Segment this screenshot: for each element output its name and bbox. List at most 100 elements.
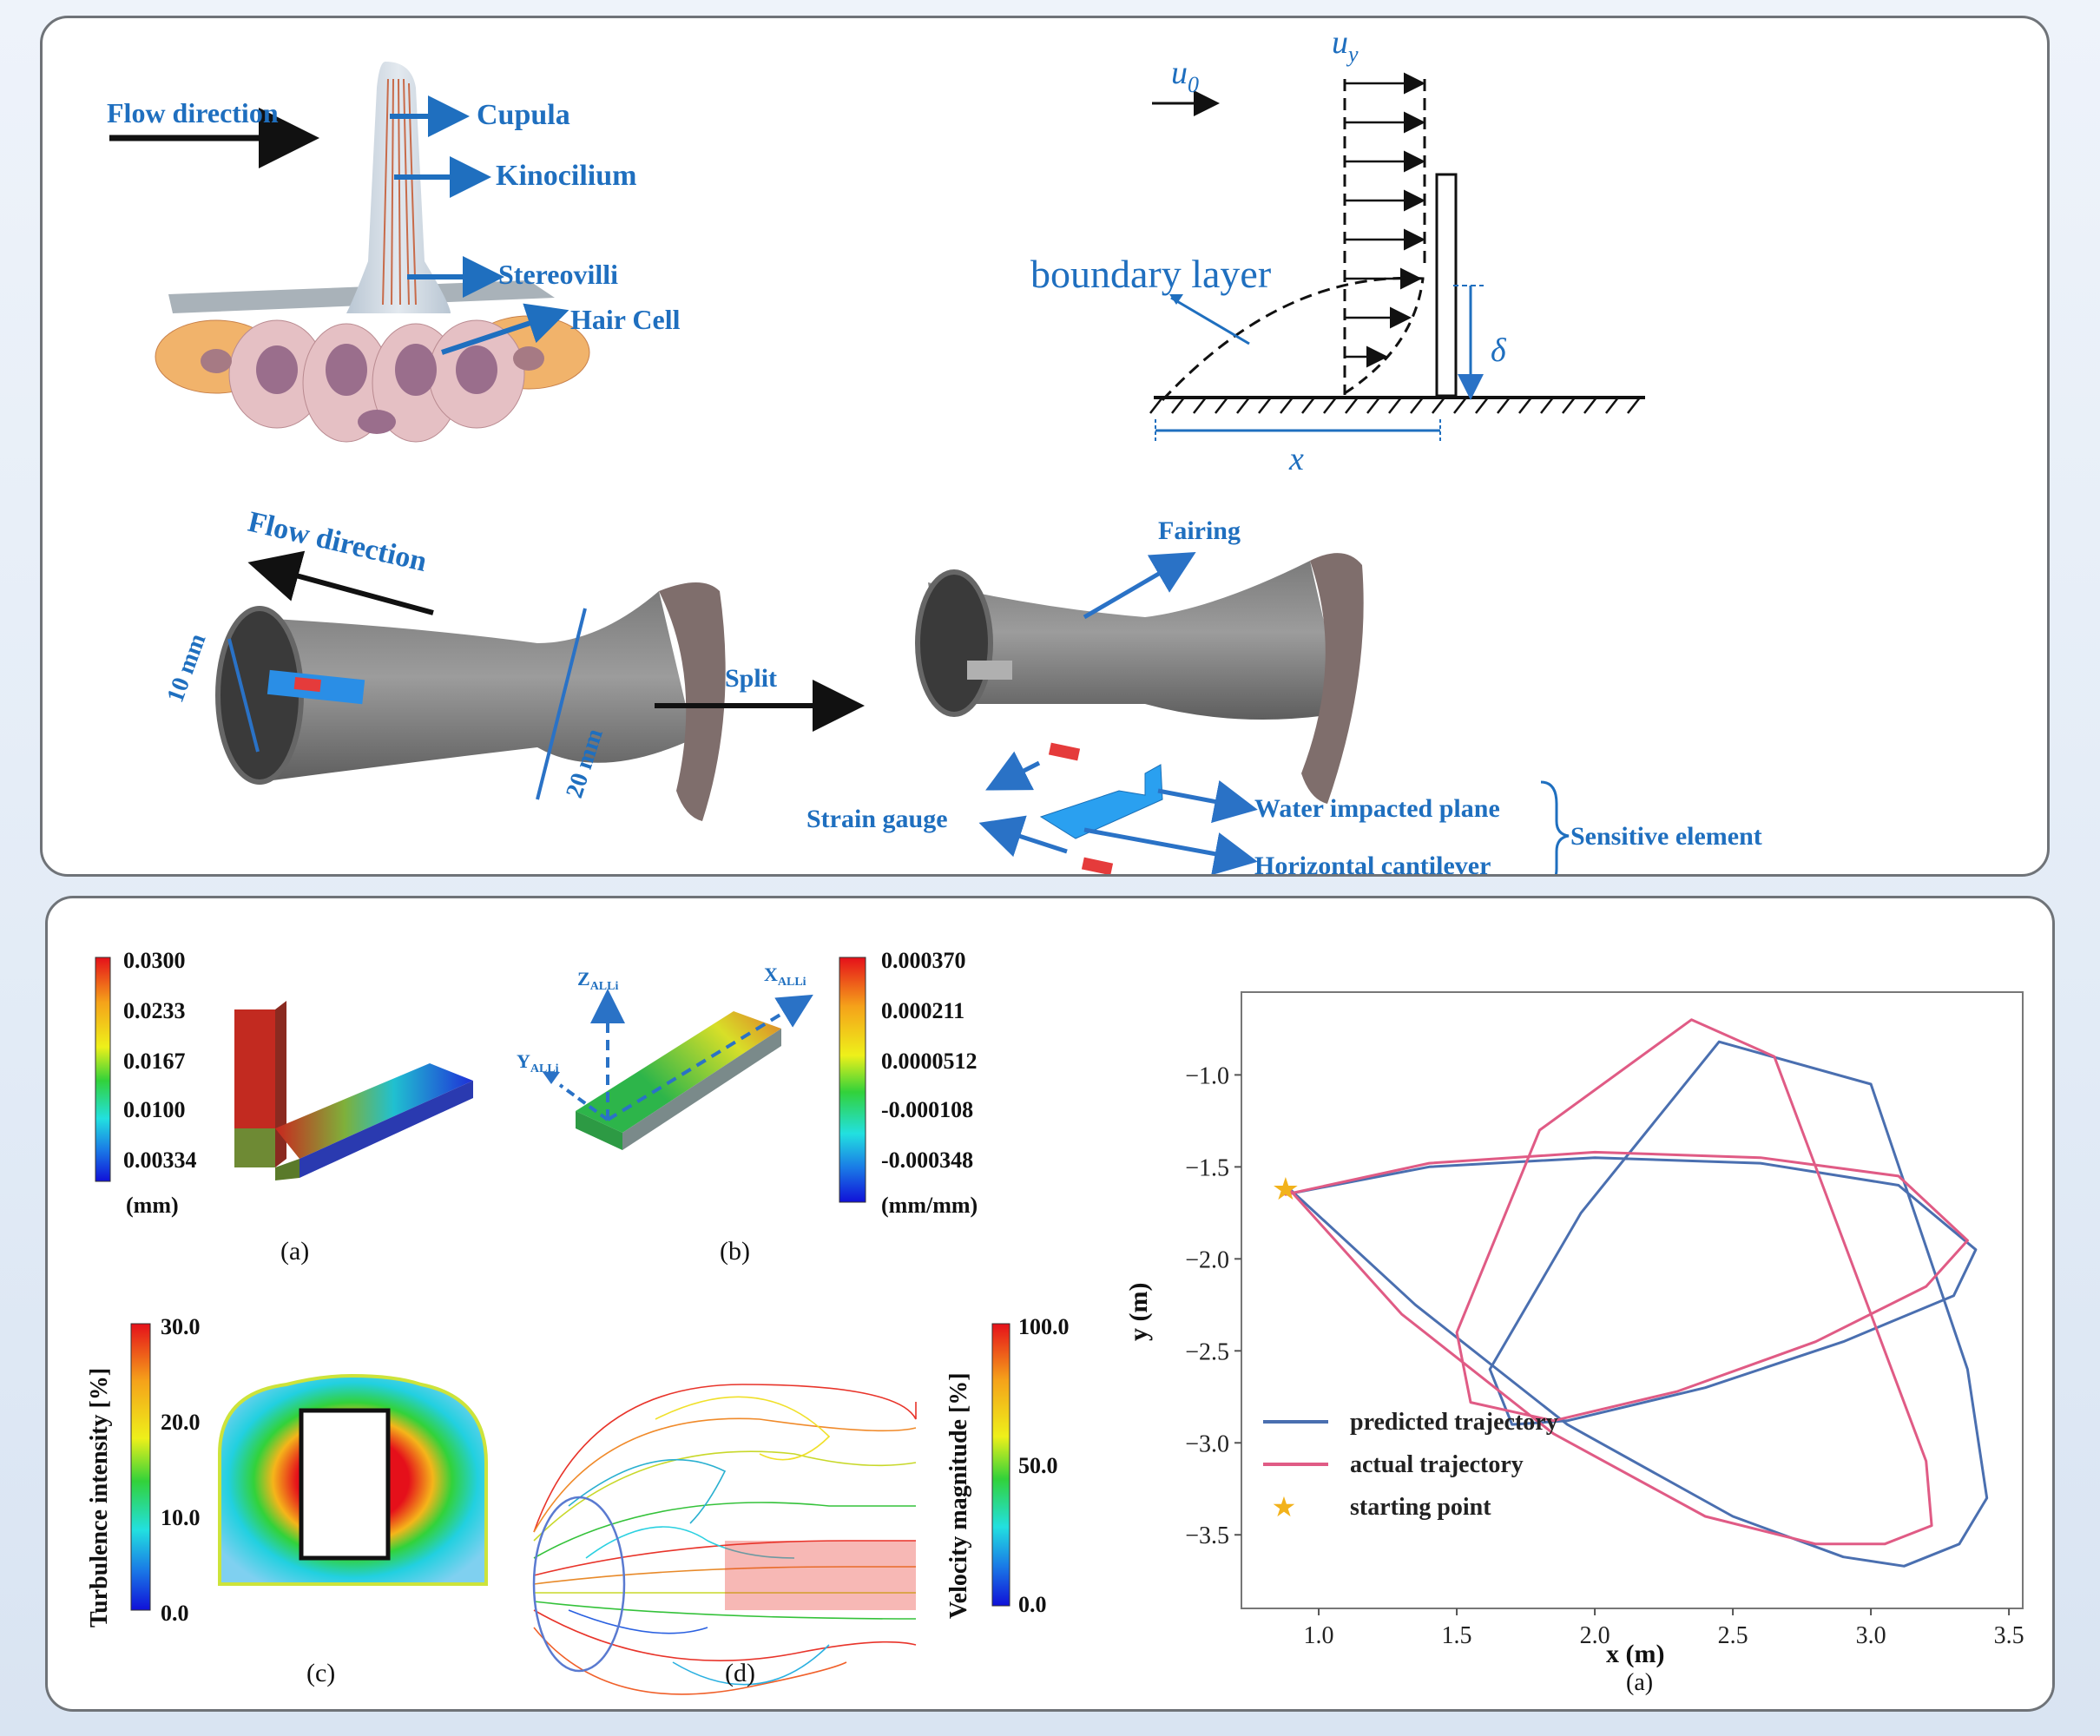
x-tick-label: 3.5 xyxy=(1994,1622,2024,1649)
fig-b-colorbar xyxy=(839,957,866,1203)
fairing-bell-inner xyxy=(1301,553,1364,804)
x-axis-label: x (m) xyxy=(1606,1640,1664,1668)
fig-b-y-label: YALLi xyxy=(517,1050,559,1075)
fig-b-tick: 0.000211 xyxy=(881,998,964,1023)
fig-a-tick: 0.0167 xyxy=(123,1049,186,1074)
y-tick-label: −3.0 xyxy=(1185,1430,1229,1457)
flow-direction-label: Flow direction xyxy=(107,97,279,128)
boundary-layer-leader xyxy=(1170,296,1250,345)
fig-a-tick: 0.0233 xyxy=(123,998,186,1023)
strain-gauge-top xyxy=(1048,742,1081,761)
y-tick-label: −2.5 xyxy=(1185,1338,1229,1365)
fig-a-cantilever-top xyxy=(275,1063,473,1159)
x-tick-label: 2.5 xyxy=(1718,1622,1748,1649)
fig-c-axis-label: Turbulence intensity [%] xyxy=(86,1368,113,1628)
strain-arrow-bottom xyxy=(978,815,1068,858)
fig-b-bar-top xyxy=(576,1011,781,1133)
x-tick-label: 2.0 xyxy=(1580,1622,1610,1649)
legend-star-icon: ★ xyxy=(1272,1491,1297,1522)
assembled-tube xyxy=(242,591,694,782)
plot-frame xyxy=(1241,991,2024,1609)
fig-a-upright-lower xyxy=(234,1128,275,1167)
y-axis-label: y (m) xyxy=(1124,1283,1153,1341)
fig-b-x-label: XALLi xyxy=(764,963,806,989)
fairing-arrow xyxy=(1083,551,1196,620)
boundary-layer-curve xyxy=(1161,276,1425,402)
fig-c-ticks: 30.0 20.0 10.0 0.0 xyxy=(161,1314,201,1626)
fig-d-tick: 0.0 xyxy=(1018,1592,1047,1617)
sensor-flow-arrow xyxy=(247,550,434,615)
fig-b-y-axis xyxy=(558,1083,609,1121)
fig-b-strain: ZALLi XALLi YALLi 0.000370 0.000211 0.00… xyxy=(517,948,978,1266)
fig-b-tick: -0.000108 xyxy=(881,1097,973,1122)
sensor-assembly: Flow direction 10 mm 20 mm Split Fairing… xyxy=(161,506,1846,877)
fig-d-axis-label: Velocity magnitude [%] xyxy=(945,1372,972,1619)
bottom-panel-figure: 0.0300 0.0233 0.0167 0.0100 0.00334 (mm)… xyxy=(86,948,2052,1706)
water-plane-label: Water impacted plane xyxy=(1254,794,1500,823)
fig-d-stream-lines xyxy=(533,1384,917,1695)
velocity-arrows xyxy=(1345,72,1425,368)
fig-d-caption: (d) xyxy=(725,1659,755,1687)
cantilever-arrow xyxy=(1083,827,1258,874)
boundary-leader-head xyxy=(1169,294,1183,305)
boundary-layer-label: boundary layer xyxy=(1030,252,1271,296)
fig-c-caption: (c) xyxy=(306,1659,335,1687)
cantilever-label: Horizontal cantilever xyxy=(1254,852,1491,877)
cell-cluster xyxy=(155,315,590,443)
hair-cell-label: Hair Cell xyxy=(570,304,681,335)
cilium-post xyxy=(1435,173,1458,398)
fig-b-ticks: 0.000370 0.000211 0.0000512 -0.000108 -0… xyxy=(881,948,978,1173)
fig-b-tick: 0.000370 xyxy=(881,948,966,973)
x-tick-label: 1.5 xyxy=(1442,1622,1472,1649)
fig-b-tick: -0.000348 xyxy=(881,1147,973,1173)
sensitive-element-label: Sensitive element xyxy=(1570,822,1762,851)
diameter-10-line xyxy=(227,638,260,753)
fig-c-tick: 0.0 xyxy=(161,1601,189,1626)
legend-label-actual: actual trajectory xyxy=(1350,1451,1524,1478)
fig-d-ticks: 100.0 50.0 0.0 xyxy=(1018,1314,1070,1617)
x-tick-label: 3.0 xyxy=(1856,1622,1886,1649)
chart-background xyxy=(1133,985,2052,1706)
fig-d-streamlines: Velocity magnitude [%] 100.0 50.0 0.0 (d… xyxy=(532,1314,1070,1695)
x-tick-label: 1.0 xyxy=(1304,1622,1334,1649)
stereovilli-label: Stereovilli xyxy=(498,259,618,290)
assembled-bell-inner xyxy=(659,582,726,821)
top-panel-figure: Flow direction Cupula Kinocilium Stereov… xyxy=(107,24,1846,877)
assembled-strain-gauge xyxy=(293,677,321,693)
hair-cell-arrow xyxy=(441,303,569,355)
chart-caption: (a) xyxy=(1626,1669,1653,1696)
fig-d-inlet xyxy=(532,1496,626,1673)
fig-b-bar-side xyxy=(622,1029,781,1150)
diameter-20-line xyxy=(536,608,587,800)
sensitive-brace xyxy=(1540,780,1570,874)
fig-d-colorbar xyxy=(991,1323,1011,1607)
split-label: Split xyxy=(725,664,777,693)
fig-c-colorbar xyxy=(130,1323,151,1611)
boundary-layer-diagram: u0 uy δ boundary layer x xyxy=(1030,24,1645,477)
fig-a-tick: 0.0100 xyxy=(123,1097,186,1122)
fig-a-unit: (mm) xyxy=(126,1193,179,1218)
fig-a-tick: 0.00334 xyxy=(123,1147,197,1173)
fig-b-unit: (mm/mm) xyxy=(881,1193,978,1218)
fig-b-z-label: ZALLi xyxy=(577,968,618,993)
fig-d-tick: 100.0 xyxy=(1018,1314,1070,1339)
fig-a-ticks: 0.0300 0.0233 0.0167 0.0100 0.00334 xyxy=(123,948,197,1173)
series-predicted-trajectory xyxy=(1284,1040,1989,1568)
y-tick-label: −1.0 xyxy=(1185,1062,1229,1089)
fairing-opening xyxy=(915,569,993,717)
fig-d-tick: 50.0 xyxy=(1018,1453,1058,1478)
wall-hatch xyxy=(1149,397,1641,414)
legend-label-start: starting point xyxy=(1350,1494,1491,1521)
fig-c-turbulence: Turbulence intensity [%] 30.0 20.0 10.0 … xyxy=(86,1314,488,1687)
fig-b-y-arrowhead xyxy=(543,1072,560,1084)
fig-a-colorbar xyxy=(95,957,111,1182)
fig-a-cantilever-side xyxy=(300,1081,473,1178)
u0-label: u0 xyxy=(1171,55,1199,97)
fig-b-caption: (b) xyxy=(720,1237,750,1266)
fig-a-upright-front xyxy=(234,1009,275,1128)
fig-c-tick: 10.0 xyxy=(161,1505,201,1530)
top-panel: Flow direction Cupula Kinocilium Stereov… xyxy=(40,16,2050,877)
y-tick-label: −2.0 xyxy=(1185,1246,1229,1273)
